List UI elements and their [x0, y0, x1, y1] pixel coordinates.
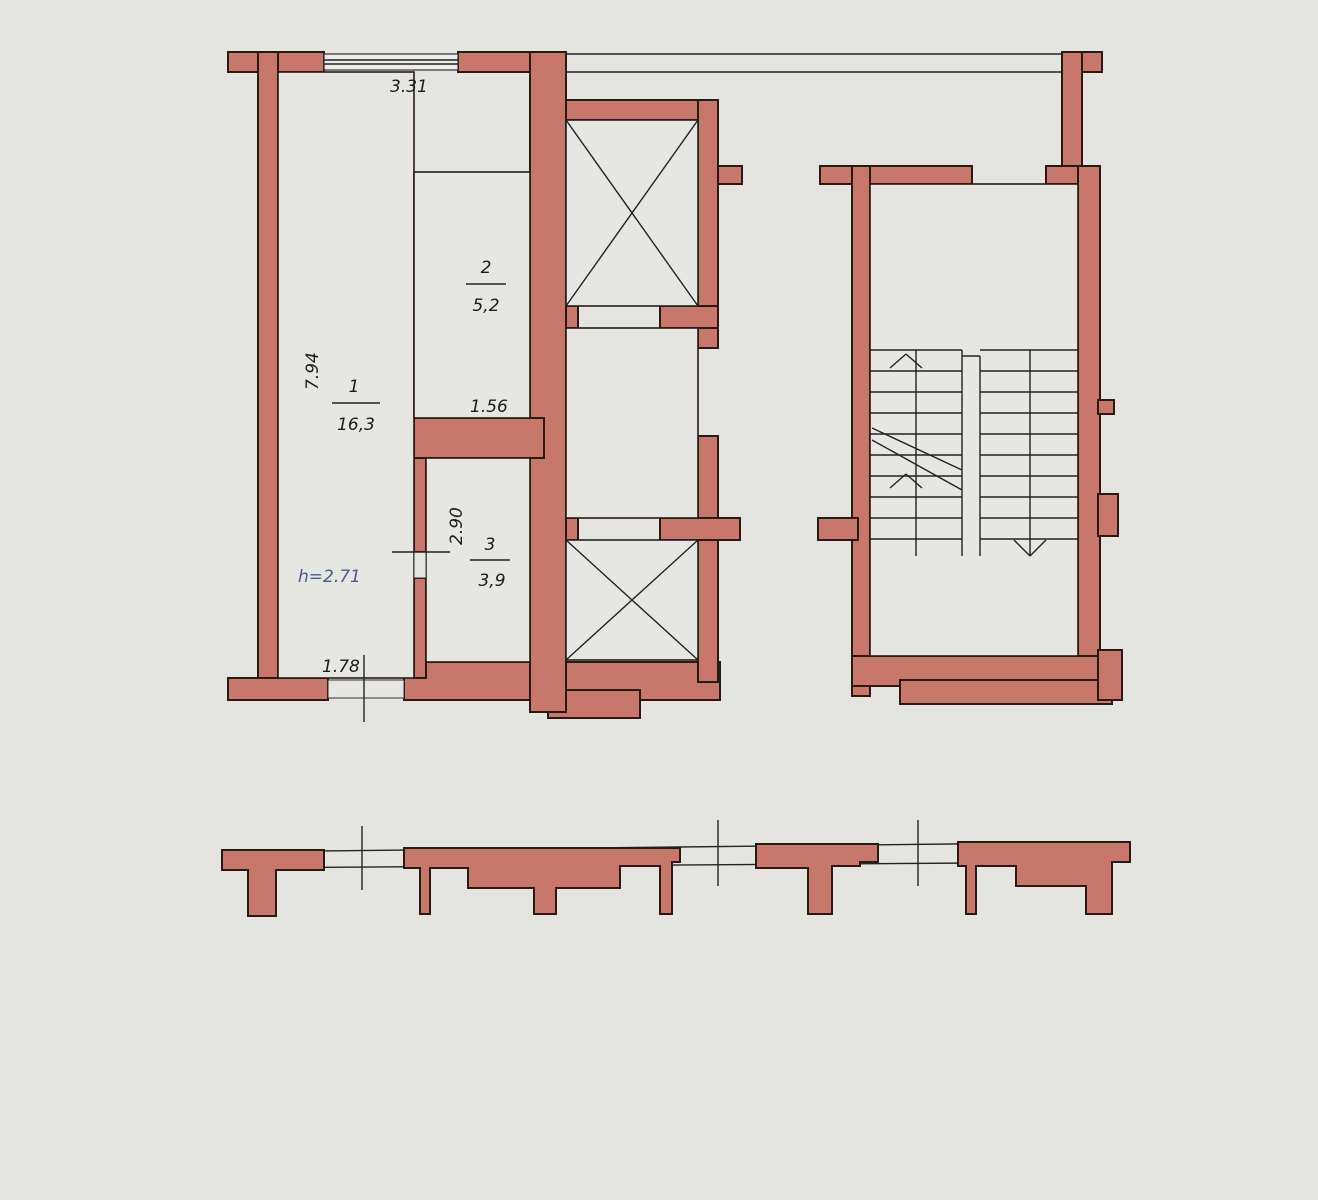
svg-text:2: 2	[481, 258, 492, 278]
dim-entry-width: 1.78	[322, 657, 360, 677]
apartment-walls	[227, 51, 721, 719]
elevator-shaft-x-icon	[565, 539, 699, 661]
section-strip	[221, 820, 1131, 917]
window-top	[323, 53, 459, 71]
corridor-walls	[565, 51, 1123, 705]
svg-text:3: 3	[485, 535, 496, 555]
dim-room3-length: 2.90	[447, 507, 467, 545]
room-label-3: 3 3,9	[470, 535, 510, 591]
staircase	[869, 183, 1079, 657]
dim-top-width: 3.31	[390, 77, 428, 97]
room-label-2: 2 5,2	[466, 258, 506, 316]
svg-text:5,2: 5,2	[472, 296, 499, 316]
ceiling-height: h=2.71	[298, 567, 361, 587]
room-2	[413, 171, 531, 419]
svg-text:3,9: 3,9	[478, 571, 505, 591]
room-label-1: 1 16,3	[332, 377, 380, 435]
dim-room2-width: 1.56	[470, 397, 508, 417]
svg-text:16,3: 16,3	[337, 415, 375, 435]
svg-text:1: 1	[349, 377, 360, 397]
dim-room1-length: 7.94	[303, 352, 323, 390]
elevator-shaft-x-icon	[565, 119, 699, 307]
room-1	[277, 71, 415, 679]
